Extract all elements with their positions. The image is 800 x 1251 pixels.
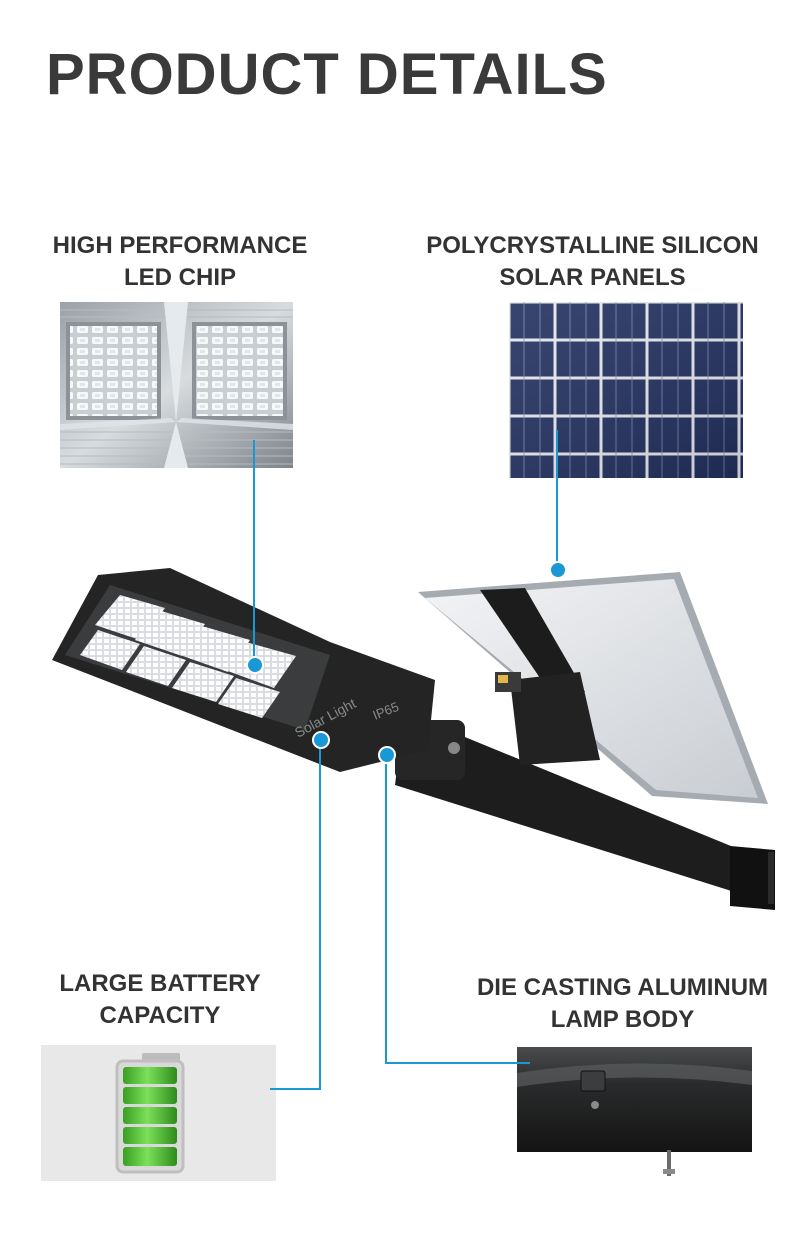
solar-panel-label-line2: SOLAR PANELS xyxy=(499,264,686,291)
solar-street-light-image: Solar Light IP65 xyxy=(40,560,780,920)
lamp-body-callout-line-vertical xyxy=(385,758,387,1064)
battery-callout-line-vertical xyxy=(319,738,321,1090)
solar-panel-label: POLYCRYSTALLINE SILICON SOLAR PANELS xyxy=(400,230,785,294)
lamp-body-label-line2: LAMP BODY xyxy=(550,1006,695,1033)
lamp-body-callout-dot xyxy=(378,746,396,764)
battery-label: LARGE BATTERY CAPACITY xyxy=(35,968,285,1032)
battery-callout-line-horizontal xyxy=(270,1088,321,1090)
page-title: PRODUCT DETAILS xyxy=(46,42,608,107)
solar-panel-callout-dot xyxy=(549,561,567,579)
lamp-body-label: DIE CASTING ALUMINUM LAMP BODY xyxy=(455,972,790,1036)
led-chip-label: HIGH PERFORMANCE LED CHIP xyxy=(30,230,330,294)
solar-panel-callout-line xyxy=(556,430,558,568)
battery-callout-dot xyxy=(312,731,330,749)
battery-label-line2: CAPACITY xyxy=(99,1002,221,1029)
battery-image xyxy=(41,1045,276,1181)
led-chip-callout-dot xyxy=(246,656,264,674)
solar-panel-image xyxy=(509,302,743,478)
battery-label-line1: LARGE BATTERY xyxy=(59,970,261,997)
lamp-body-callout-line-horizontal xyxy=(385,1062,530,1064)
led-chip-image xyxy=(60,302,293,468)
led-chip-label-line1: HIGH PERFORMANCE xyxy=(52,232,308,259)
lamp-body-label-line1: DIE CASTING ALUMINUM xyxy=(476,974,769,1001)
led-chip-callout-line xyxy=(253,440,255,662)
lamp-body-image xyxy=(517,1045,752,1179)
led-chip-label-line2: LED CHIP xyxy=(123,264,236,291)
solar-panel-label-line1: POLYCRYSTALLINE SILICON xyxy=(426,232,759,259)
